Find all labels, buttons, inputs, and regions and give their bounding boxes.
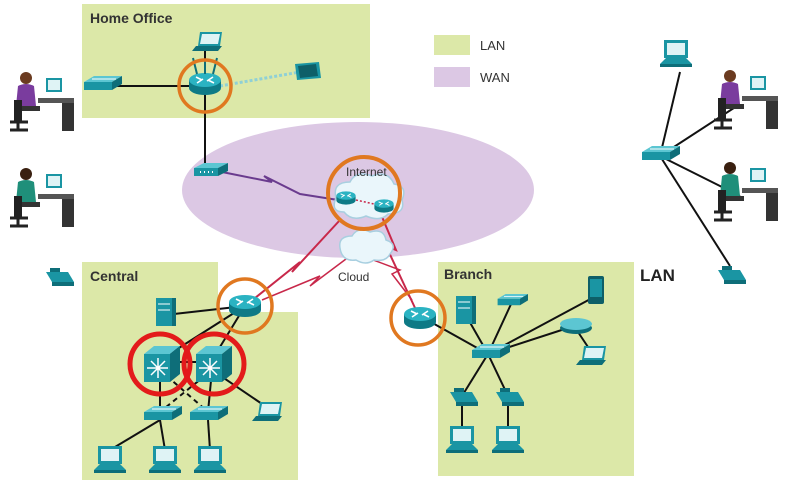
branch-label: Branch	[444, 266, 493, 282]
smartphone-icon	[588, 276, 604, 304]
distribution-switch-highlight	[127, 331, 193, 397]
switch-icon	[641, 145, 681, 161]
ip-phone-icon	[46, 268, 74, 286]
home-router-highlight	[177, 58, 233, 114]
legend-wan-label: WAN	[480, 70, 510, 85]
cloud-label: Cloud	[338, 270, 370, 284]
pc-icon	[492, 426, 524, 453]
user-workstation-icon	[8, 70, 76, 133]
central-internet-link	[244, 219, 341, 307]
multilayer-switch-icon	[143, 345, 181, 383]
home-wan-link	[221, 171, 339, 201]
pc-icon	[94, 446, 126, 473]
user-workstation-icon	[712, 68, 780, 131]
ip-phone-icon	[718, 266, 746, 284]
central-router-highlight	[216, 277, 274, 335]
home-office-label: Home Office	[90, 10, 173, 26]
pc-icon	[194, 446, 226, 473]
user-workstation-icon	[8, 166, 76, 229]
legend-lan-swatch	[434, 35, 470, 55]
tablet-icon	[295, 62, 321, 80]
internet-router-icon	[335, 190, 357, 206]
branch-router-icon	[403, 306, 437, 330]
pc-icon	[446, 426, 478, 453]
wireless-router-icon	[188, 57, 222, 96]
branch-router-highlight	[389, 289, 447, 347]
modem-icon	[194, 163, 228, 176]
cloud-icon	[339, 229, 394, 264]
internet-router-icon	[373, 198, 395, 214]
distribution-switch-highlight	[181, 331, 247, 397]
legend-wan-swatch	[434, 67, 470, 87]
multilayer-switch-icon	[195, 345, 233, 383]
internet-label: Internet	[346, 165, 387, 179]
internet-highlight	[326, 155, 402, 231]
central-router-icon	[228, 294, 262, 318]
user-workstation-icon	[712, 160, 780, 223]
wireless-access-point-icon	[560, 318, 592, 334]
server-icon	[455, 295, 477, 325]
legend-lan-label: LAN	[480, 38, 506, 53]
pc-icon	[149, 446, 181, 473]
lan-label: LAN	[640, 266, 675, 285]
pc-icon	[660, 40, 692, 67]
central-label: Central	[90, 268, 139, 284]
server-icon	[155, 297, 177, 327]
